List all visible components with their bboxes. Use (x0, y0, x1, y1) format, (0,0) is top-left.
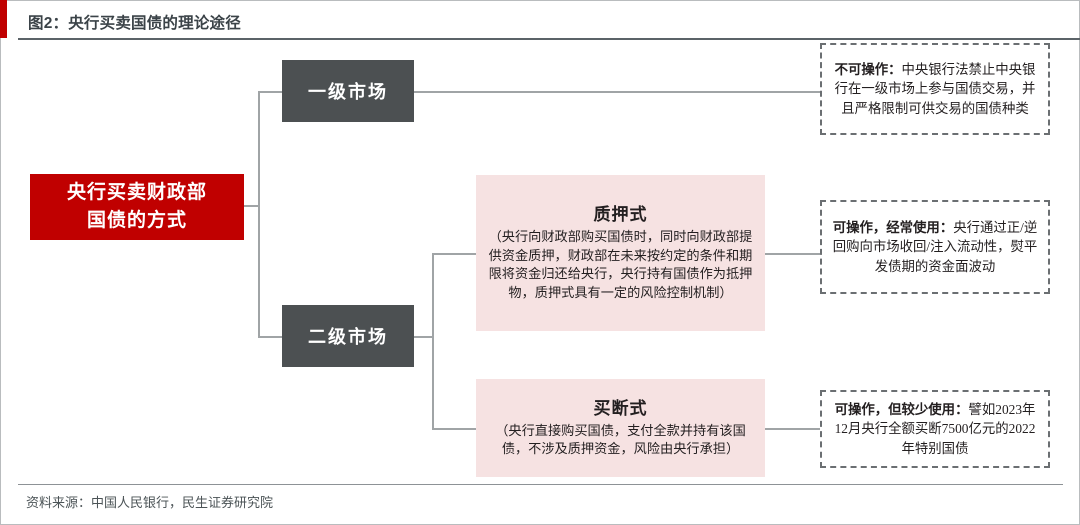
note-outright-method[interactable]: 可操作，但较少使用：譬如2023年12月央行全额买断7500亿元的2022年特别… (820, 390, 1050, 468)
connector-to-outright (432, 428, 478, 430)
node-outright-method[interactable]: 买断式 （央行直接购买国债，支付全款并持有该国债，不涉及质押资金，风险由央行承担… (476, 379, 765, 477)
note-outright-body: 譬如2023年12月央行全额买断7500亿元的2022年特别国债 (834, 401, 1036, 456)
note-pledge-body: 央行通过正/逆回购向市场收回/注入流动性，熨平发债期的资金面波动 (832, 219, 1038, 274)
note-outright-text: 可操作，但较少使用：譬如2023年12月央行全额买断7500亿元的2022年特别… (830, 400, 1040, 459)
source-note: 资料来源：中国人民银行，民生证券研究院 (26, 495, 274, 510)
connector-to-primary-market (258, 91, 284, 93)
connector-level1-trunk (258, 91, 260, 337)
connector-outright-to-note (765, 428, 821, 430)
node-pledge-title: 质押式 (593, 205, 648, 225)
node-outright-title: 买断式 (593, 398, 648, 418)
node-pledge-description: （央行向财政部购买国债时，同时向财政部提供资金质押，财政部在未来按约定的条件和期… (488, 228, 753, 301)
footer-divider (18, 484, 1063, 485)
title-divider (18, 38, 1080, 40)
note-primary-market-text: 不可操作：中央银行法禁止中央银行在一级市场上参与国债交易，并且严格限制可供交易的… (830, 60, 1040, 119)
connector-secondary-stem (414, 336, 434, 338)
node-root[interactable]: 央行买卖财政部 国债的方式 (30, 174, 244, 240)
note-primary-market-emphasis: 不可操作： (834, 61, 902, 77)
node-secondary-market[interactable]: 二级市场 (282, 305, 414, 367)
note-primary-market[interactable]: 不可操作：中央银行法禁止中央银行在一级市场上参与国债交易，并且严格限制可供交易的… (820, 43, 1050, 135)
node-outright-description: （央行直接购买国债，支付全款并持有该国债，不涉及质押资金，风险由央行承担） (495, 422, 746, 457)
connector-to-secondary-market (258, 336, 284, 338)
connector-level2-trunk (432, 253, 434, 430)
note-outright-emphasis: 可操作，但较少使用： (834, 401, 969, 417)
node-primary-market[interactable]: 一级市场 (282, 60, 414, 122)
note-pledge-text: 可操作，经常使用：央行通过正/逆回购向市场收回/注入流动性，熨平发债期的资金面波… (830, 218, 1040, 277)
connector-root-stem (244, 205, 260, 207)
note-primary-market-body: 中央银行法禁止中央银行在一级市场上参与国债交易，并且严格限制可供交易的国债种类 (834, 61, 1036, 116)
note-pledge-method[interactable]: 可操作，经常使用：央行通过正/逆回购向市场收回/注入流动性，熨平发债期的资金面波… (820, 200, 1050, 294)
connector-primary-to-note (414, 91, 820, 93)
node-secondary-market-label: 二级市场 (308, 327, 388, 347)
node-root-line1: 央行买卖财政部 (66, 181, 207, 203)
node-pledge-method[interactable]: 质押式 （央行向财政部购买国债时，同时向财政部提供资金质押，财政部在未来按约定的… (476, 175, 765, 331)
connector-to-pledge (432, 253, 478, 255)
node-root-line2: 国债的方式 (86, 210, 187, 231)
connector-pledge-to-note (765, 253, 821, 255)
note-pledge-emphasis: 可操作，经常使用： (832, 219, 954, 235)
node-primary-market-label: 一级市场 (308, 82, 388, 102)
figure-title: 图2：央行买卖国债的理论途径 (28, 15, 241, 32)
accent-bar (0, 0, 7, 38)
